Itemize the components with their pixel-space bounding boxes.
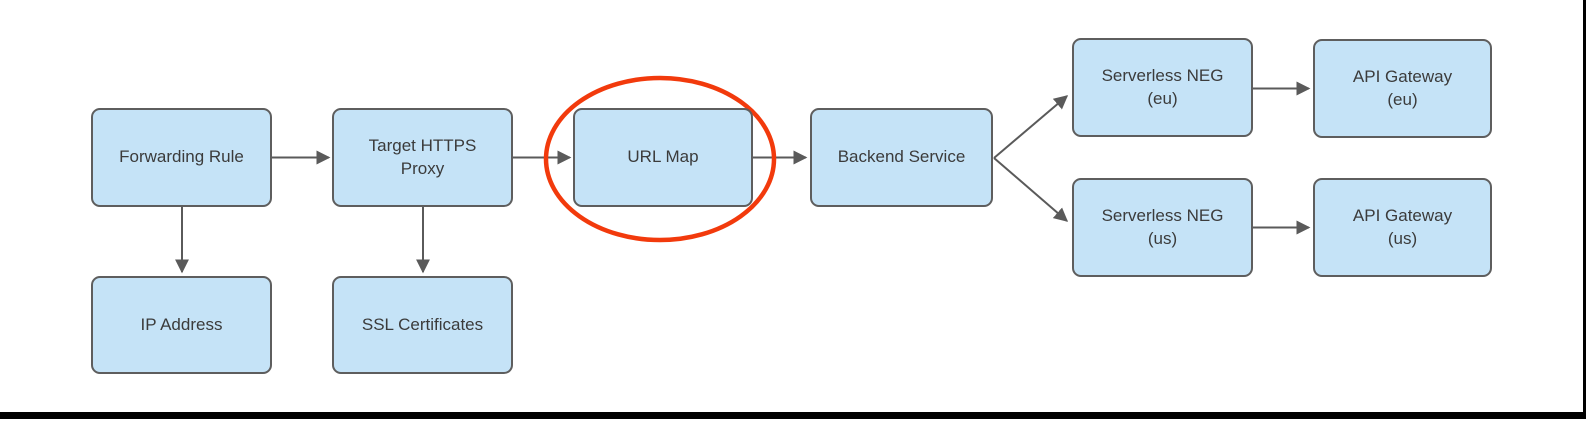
- node-label: Target HTTPS Proxy: [368, 136, 477, 178]
- node-forwarding-rule: Forwarding Rule: [91, 108, 272, 207]
- node-serverless-neg-eu: Serverless NEG (eu): [1072, 38, 1253, 137]
- node-label: IP Address: [140, 314, 223, 334]
- node-label: Serverless NEG (eu): [1101, 66, 1224, 108]
- node-api-gateway-eu: API Gateway (eu): [1313, 39, 1492, 138]
- bottom-border-bar: [0, 412, 1586, 419]
- node-url-map: URL Map: [573, 108, 753, 207]
- node-label: Forwarding Rule: [119, 147, 244, 167]
- node-label: Serverless NEG (us): [1101, 206, 1224, 248]
- node-label: API Gateway (eu): [1352, 67, 1453, 109]
- node-ssl-certificates: SSL Certificates: [332, 276, 513, 374]
- node-api-gateway-us: API Gateway (us): [1313, 178, 1492, 277]
- node-label: API Gateway (us): [1352, 206, 1453, 248]
- node-serverless-neg-us: Serverless NEG (us): [1072, 178, 1253, 277]
- node-target-https-proxy: Target HTTPS Proxy: [332, 108, 513, 207]
- right-border-line: [1583, 0, 1586, 419]
- node-label: URL Map: [627, 147, 699, 167]
- node-label: Backend Service: [837, 147, 966, 167]
- node-backend-service: Backend Service: [810, 108, 993, 207]
- node-ip-address: IP Address: [91, 276, 272, 374]
- node-label: SSL Certificates: [361, 314, 484, 334]
